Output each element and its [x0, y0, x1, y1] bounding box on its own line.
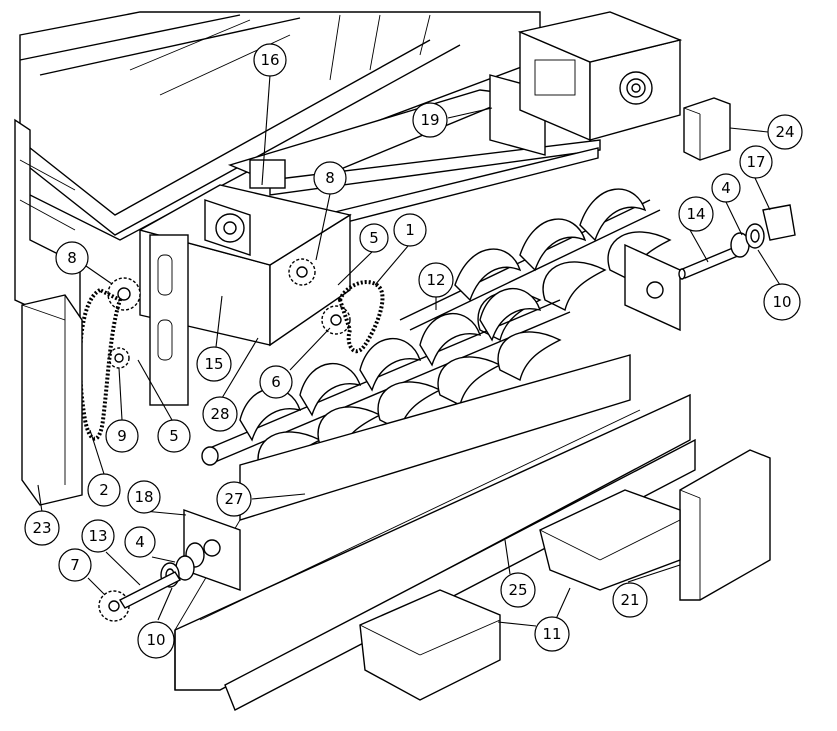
svg-text:13: 13 [88, 527, 107, 545]
callout-16: 16 [253, 43, 287, 77]
svg-text:23: 23 [32, 519, 51, 537]
drive-gearbox-assembly [138, 159, 352, 406]
svg-text:5: 5 [369, 229, 379, 247]
part-27-auger-lower [201, 287, 571, 482]
callout-13: 13 [81, 519, 115, 553]
svg-text:27: 27 [224, 490, 243, 508]
svg-text:10: 10 [146, 631, 165, 649]
part-11-liner-right [539, 489, 681, 591]
svg-text:24: 24 [775, 123, 794, 141]
callouts: 16 19 24 17 8 5 1 4 14 8 12 10 15 6 28 9… [24, 43, 803, 659]
callout-14: 14 [678, 196, 714, 232]
callout-25: 25 [500, 572, 536, 608]
svg-text:19: 19 [420, 111, 439, 129]
callout-10-left: 10 [137, 621, 175, 659]
callout-4-right: 4 [711, 173, 741, 203]
callout-24: 24 [767, 114, 803, 150]
svg-text:25: 25 [508, 581, 527, 599]
svg-text:1: 1 [405, 221, 415, 239]
svg-text:17: 17 [746, 153, 765, 171]
callout-23: 23 [24, 510, 60, 546]
svg-text:5: 5 [169, 427, 179, 445]
callout-15: 15 [196, 346, 232, 382]
chain-1 [337, 280, 385, 354]
callout-7: 7 [58, 548, 92, 582]
part-21-end-cover [679, 449, 771, 601]
part-18-bearing-plate [183, 509, 241, 591]
callout-4-left: 4 [124, 526, 156, 558]
svg-text:4: 4 [135, 533, 145, 551]
leader-lines [37, 74, 781, 627]
part-24-cover-box [683, 97, 731, 161]
svg-text:18: 18 [134, 488, 153, 506]
svg-text:16: 16 [260, 51, 279, 69]
callout-5-upper: 5 [359, 223, 389, 253]
sprocket-8-right [288, 258, 316, 286]
callout-1: 1 [393, 213, 427, 247]
callout-21: 21 [612, 582, 648, 618]
callout-18: 18 [127, 480, 161, 514]
svg-text:14: 14 [686, 205, 705, 223]
callout-10-right: 10 [763, 283, 801, 321]
svg-text:6: 6 [271, 373, 281, 391]
discharge-head [517, 11, 683, 142]
callout-27: 27 [216, 481, 252, 517]
svg-text:15: 15 [204, 355, 223, 373]
callout-9: 9 [105, 419, 139, 453]
svg-text:2: 2 [99, 481, 109, 499]
svg-text:8: 8 [67, 249, 77, 267]
part-25-trough [174, 354, 696, 711]
svg-text:28: 28 [210, 405, 229, 423]
svg-text:11: 11 [542, 625, 561, 643]
callout-28: 28 [202, 396, 238, 432]
callout-8-left: 8 [55, 241, 89, 275]
part-23-side-cover [21, 294, 83, 506]
callout-8-right: 8 [313, 161, 347, 195]
svg-text:4: 4 [721, 179, 731, 197]
callout-6: 6 [259, 365, 293, 399]
part-13-shaft [119, 571, 181, 609]
callout-17: 17 [739, 145, 773, 179]
svg-text:8: 8 [325, 169, 335, 187]
upper-frame [19, 11, 541, 241]
callout-2: 2 [87, 473, 121, 507]
callout-11: 11 [534, 616, 570, 652]
svg-text:21: 21 [620, 591, 639, 609]
svg-text:7: 7 [70, 556, 80, 574]
callout-12: 12 [418, 262, 454, 298]
callout-19: 19 [412, 102, 448, 138]
part-11-liner-left [359, 589, 501, 701]
right-bearing-plate [624, 243, 681, 332]
svg-text:9: 9 [117, 427, 127, 445]
svg-text:10: 10 [772, 293, 791, 311]
right-bearing-set [730, 204, 796, 258]
svg-text:12: 12 [426, 271, 445, 289]
sprocket-8-left [107, 277, 141, 311]
callout-5-lower: 5 [157, 419, 191, 453]
